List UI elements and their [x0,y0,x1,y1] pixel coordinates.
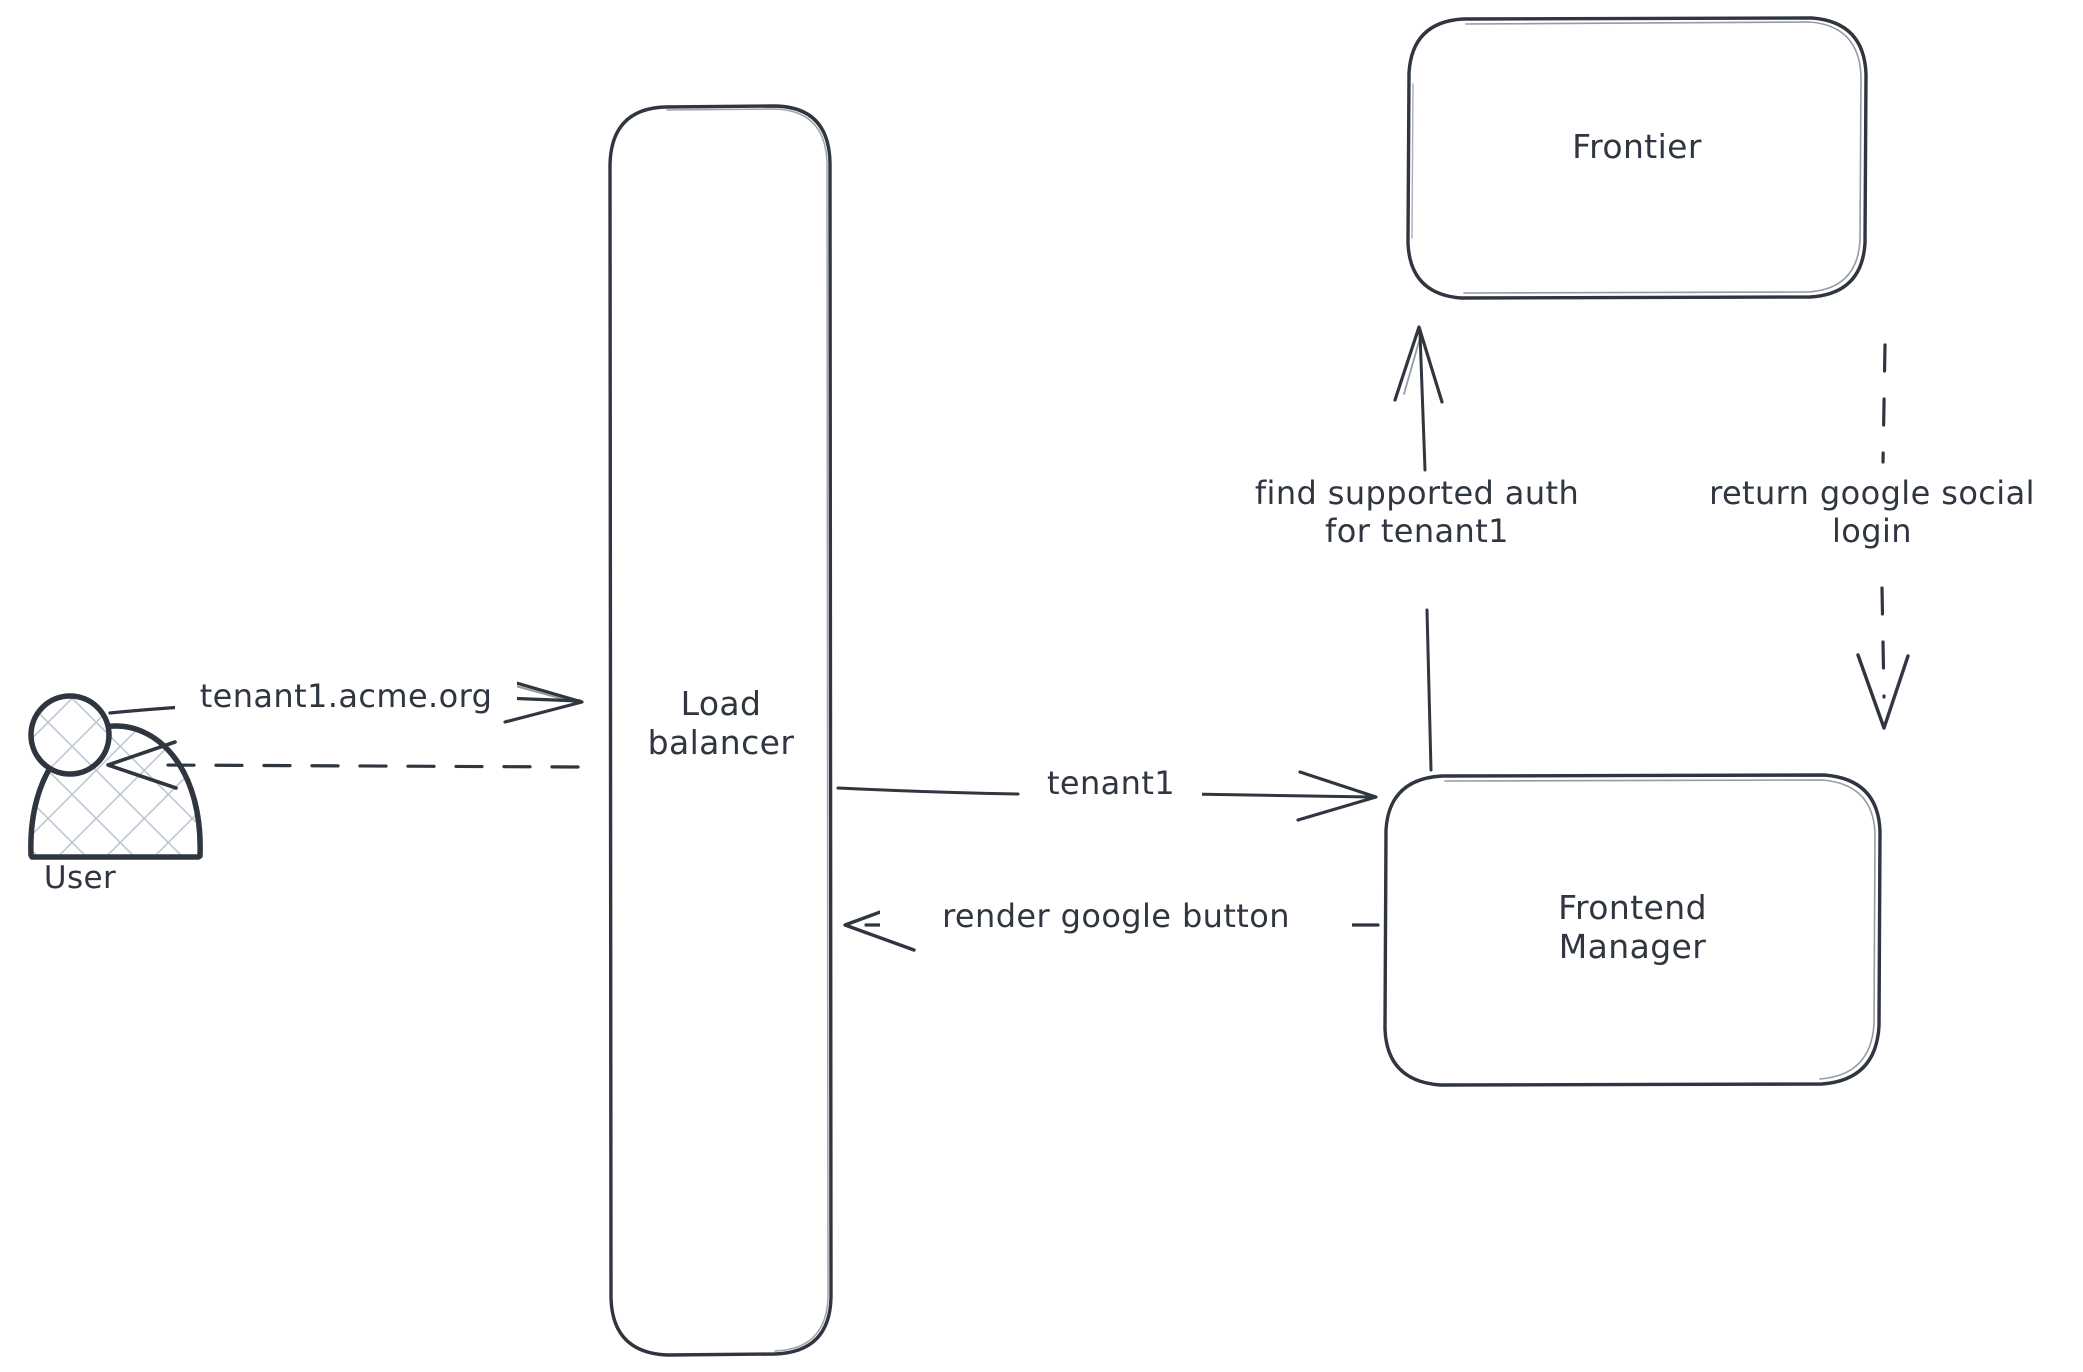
edge-fm-to-frontier [1393,325,1444,772]
node-label-frontier: Frontier [1572,127,1702,166]
edge-frontier-to-fm [1856,343,1910,730]
node-frontend-manager[interactable] [1383,773,1882,1087]
edge-label-render-google-button: render google button [880,897,1352,936]
user-actor-icon [28,693,203,860]
node-label-frontend-manager: Frontend Manager [1558,888,1707,966]
edge-lb-to-fm [836,770,1378,822]
node-label-load-balancer: Load balancer [647,684,795,762]
edge-label-find-supported-auth: find supported auth for tenant1 [1254,474,1580,550]
node-label-user: User [43,860,117,896]
node-frontier[interactable] [1406,16,1868,300]
node-load-balancer[interactable] [608,104,833,1357]
edge-lb-to-user [106,740,580,790]
edge-label-tenant-url: tenant1.acme.org [175,677,517,716]
edge-label-tenant1: tenant1 [1020,764,1202,803]
edge-label-return-google-social-login: return google social login [1709,474,2035,550]
